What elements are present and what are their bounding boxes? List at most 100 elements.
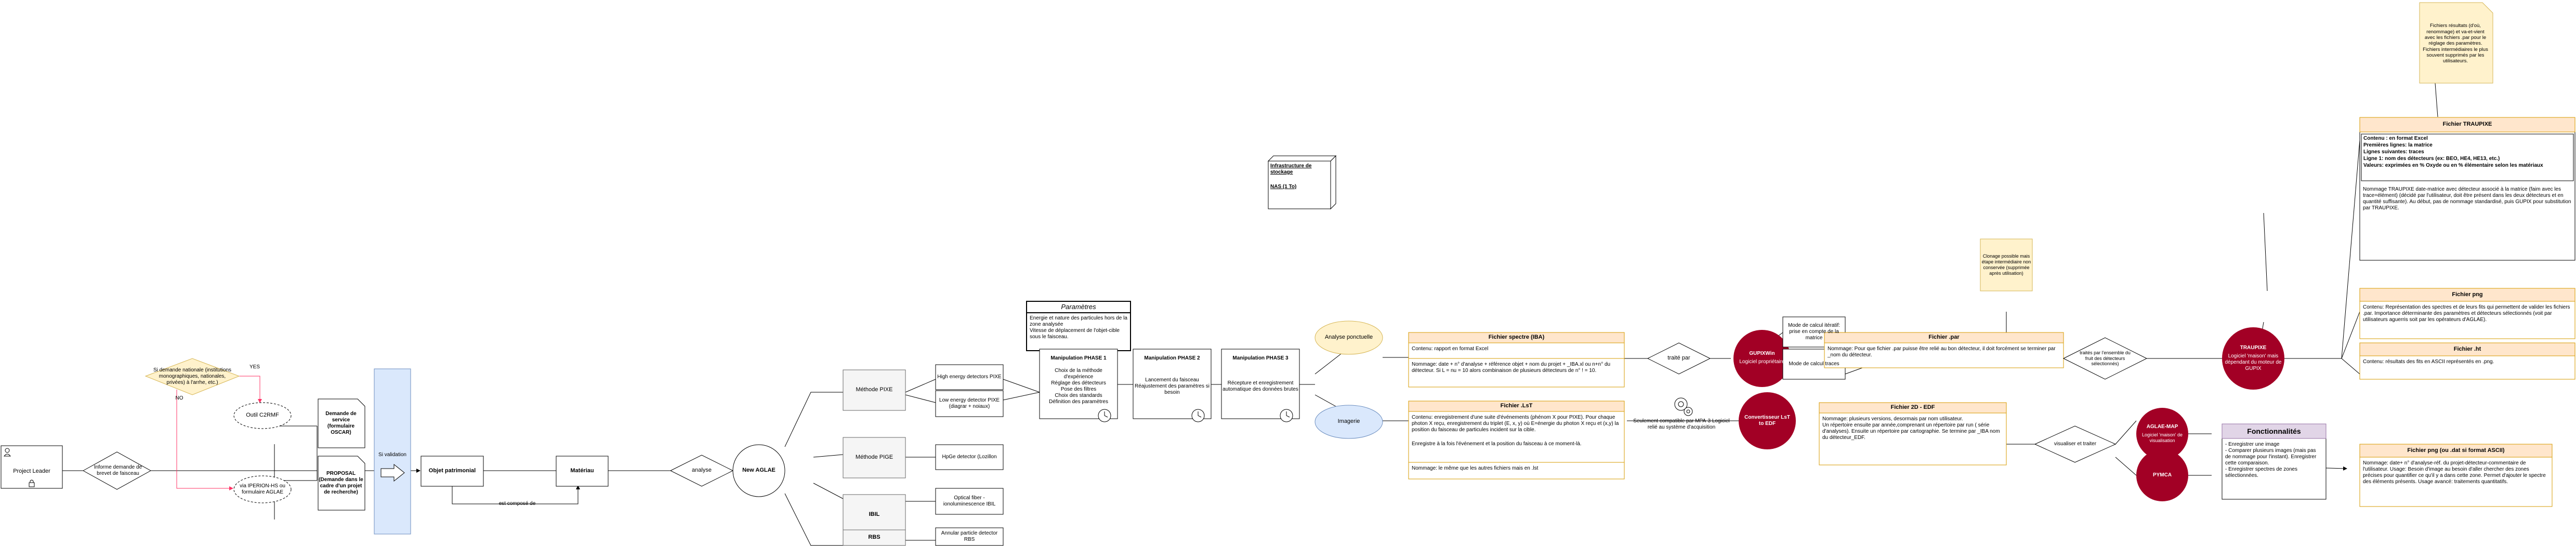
objet-patrimonial-box[interactable] (420, 456, 484, 487)
parametres-body: Energie et nature des particules hors de… (1030, 315, 1127, 340)
fonctionnalites-title: Fonctionnalités (2247, 427, 2301, 435)
proposal-label: PROPOSAL (Demande dans le cadre d'un pro… (319, 471, 363, 495)
aglae-map-circle[interactable] (2136, 408, 2188, 460)
project-leader-label: Project Leader (13, 468, 50, 475)
manip1-title: Manipulation PHASE 1 (1050, 355, 1107, 361)
fichier-png-body: Contenu: Représentation des spectres et … (2363, 304, 2570, 323)
gupix-circle[interactable] (1733, 330, 1791, 387)
convertisseur-label: Convertisseur LsT to EDF (1744, 415, 1790, 427)
arrow-right-icon (380, 463, 405, 482)
rbs-label: RBS (868, 534, 880, 541)
demande-nationale-label: Si demande nationale (institutions monog… (153, 367, 232, 385)
traupixe-sub-label: Logiciel 'maison' mais dépendant du mote… (2225, 353, 2282, 371)
objet-patrimonial-label: Objet patrimonial (428, 468, 476, 474)
methode-pixe-label: Méthode PIXE (856, 387, 893, 393)
traupixe-label: TRAUPIXE (2240, 345, 2267, 351)
fichier-traupixe-l1: Contenu : en format Excel (2363, 136, 2428, 141)
pymca-label: PYMCA (2152, 472, 2172, 478)
informe-demande-label: Informe demande de brevet de faisceau (94, 464, 142, 476)
annular-label: Annular particle detector RBS (941, 530, 998, 542)
connector-lines (62, 83, 2438, 546)
est-compose-de-label: est composé de (498, 501, 536, 507)
outil-c2rmf-label: Outil C2RMF (246, 412, 279, 419)
manip2-title: Manipulation PHASE 2 (1144, 355, 1200, 361)
fichier-par-title: Fichier .par (1928, 334, 1960, 341)
fichier-2d-body: Nommage: plusieurs versions, desormais p… (1822, 416, 2000, 441)
new-aglae-circle[interactable] (732, 444, 785, 497)
clonage-note (1980, 238, 2033, 291)
visualiser-traiter-label: visualiser et traiter (2054, 441, 2097, 447)
methode-pige-box[interactable] (843, 437, 906, 478)
gupix-sub-label: Logiciel propriétaire (1739, 359, 1785, 365)
via-iperion-ellipse (233, 475, 292, 503)
fichier-traupixe-l4: Ligne 1: nom des détecteurs (ex: BEO, HE… (2363, 156, 2500, 162)
infra-stockage-label: Infrastructure de stockage (1270, 163, 1312, 175)
pymca-circle[interactable] (2136, 449, 2188, 501)
yes-label: YES (249, 364, 260, 370)
demande-service-label: Demande de service (formulaire OSCAR) (325, 411, 357, 435)
fichier-traupixe-l2: Premières lignes: la matrice (2363, 142, 2433, 148)
le-detector-box (935, 390, 1004, 417)
fichier-lst-l3: Nommage: le même que les autres fichiers… (1412, 465, 1539, 471)
traite-par-label: traité par (1667, 355, 1690, 362)
note-top (2419, 2, 2493, 84)
validation-column (374, 368, 411, 535)
informe-decision (82, 451, 152, 490)
proposal-doc (318, 456, 365, 511)
analyse-ponctuelle-ellipse[interactable] (1315, 321, 1383, 355)
fichier-spectre-title: Fichier spectre (IBA) (1488, 334, 1545, 341)
imagerie-label: Imagerie (1337, 418, 1360, 425)
clock-icon (1098, 409, 1293, 422)
project-leader-box[interactable] (1, 445, 63, 489)
manip3-body: Récepture et enregistrement automatique … (1223, 380, 1298, 392)
optical-fiber-label: Optical fiber - ionoluminescence IBIL (943, 495, 996, 507)
clonage-label: Clonage possible mais étape intermédiair… (1981, 254, 2031, 276)
fichier-lst-l1: Contenu: enregistrement d'une suite d'év… (1412, 415, 1619, 433)
convertisseur-circle[interactable] (1739, 392, 1796, 449)
le-detector-label: Low energy detector PIXE (diagrar + noia… (939, 397, 1000, 409)
fichier-traupixe-l3: Lignes suivantes: traces (2363, 149, 2424, 155)
no-label: NO (175, 395, 183, 401)
optical-fiber-box (935, 488, 1004, 515)
rbs-box-shape[interactable] (843, 529, 906, 546)
fichier-ht-title: Fichier .ht (2453, 345, 2481, 352)
he-detector-label: High energy detectors PIXE (937, 374, 1002, 380)
hpge-label: HpGe detector (Lozillon (942, 454, 997, 460)
traite-par-decision (1647, 342, 1711, 375)
parametres-title: Paramètres (1061, 303, 1096, 311)
demande-nationale-decision (144, 358, 240, 395)
analyse-label: analyse (692, 467, 712, 474)
fichier-lst-card (1408, 401, 1625, 480)
methode-pixe-box[interactable] (843, 369, 906, 411)
aglae-map-sub-label: Logiciel 'maison' de visualisation (2142, 432, 2183, 443)
traupixe-circle[interactable] (2222, 327, 2284, 390)
fichier-png-title: Fichier png (2452, 291, 2483, 298)
via-iperion-label: via IPERION-HS ou formulaire AGLAE (240, 483, 285, 495)
fichier-lst-title: Fichier .LsT (1500, 403, 1533, 409)
fichier-spectre-l2: Nommage: date + n° d'analyse + référence… (1412, 362, 1611, 374)
fichier-traupixe-l5: Valeurs: exprimées en % Oxyde ou en % él… (2363, 163, 2543, 168)
materiau-box[interactable] (556, 456, 609, 487)
fichier-lst-l2: Enregistre à la fois l'événement et la p… (1412, 441, 1582, 447)
fichier-png-asc-body: Nommage: date+ n° d'analyse-réf. du proj… (2363, 460, 2546, 485)
imagerie-ellipse[interactable] (1315, 405, 1383, 439)
lock-icon (29, 480, 35, 487)
manip1-body: Choix de la méthode d'expérience Réglage… (1049, 368, 1108, 405)
manip2-body: Lancement du faisceau Réajustement des p… (1135, 377, 1210, 395)
manip-phase2-box[interactable] (1133, 349, 1212, 419)
fichier-traupixe-l6: Nommage TRAUPIXE date-matrice avec détec… (2363, 187, 2571, 211)
manip-phase1-box[interactable] (1039, 349, 1118, 419)
new-aglae-label: New AGLAE (742, 467, 776, 474)
ibil-box[interactable] (843, 494, 906, 536)
fichier-png-asc-title: Fichier png (ou .dat si format ASCII) (2407, 447, 2505, 454)
gupix-label: GUPIXWin (1749, 351, 1775, 356)
manip-phase3-box[interactable] (1221, 349, 1300, 419)
gear-icon (1674, 397, 1693, 416)
demande-service-doc (318, 398, 365, 448)
user-icon (3, 448, 11, 457)
aglae-map-label: AGLAE-MAP (2146, 424, 2178, 430)
manip3-title: Manipulation PHASE 3 (1232, 355, 1289, 361)
hpge-box (935, 444, 1004, 470)
outil-c2rmf-ellipse (233, 402, 292, 429)
